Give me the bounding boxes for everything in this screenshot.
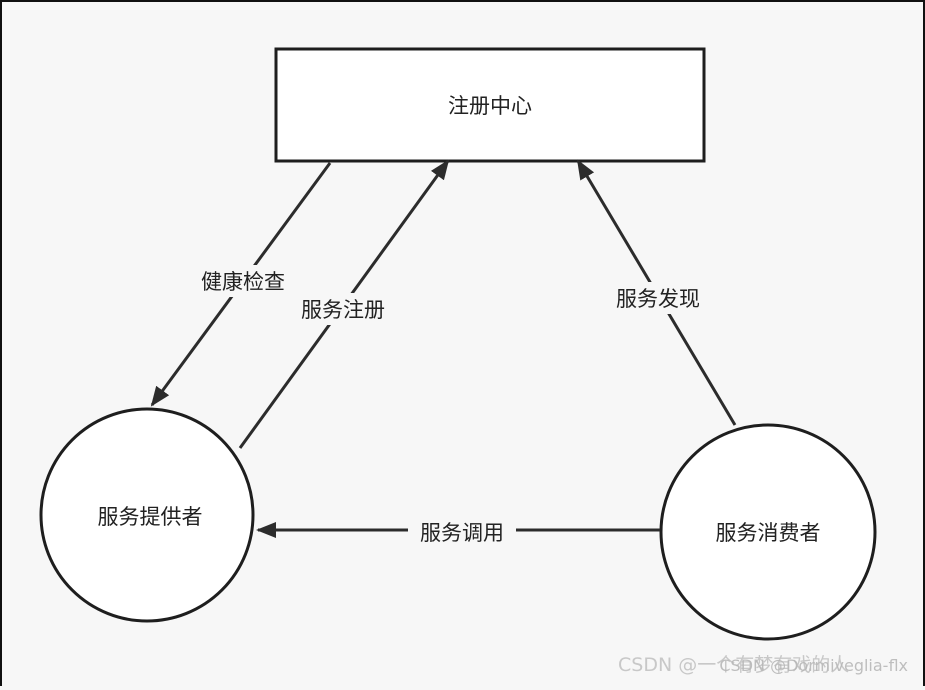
- invoke-label-bg: [408, 516, 516, 548]
- discover-label-bg: [604, 282, 712, 314]
- registry-node[interactable]: [274, 47, 706, 163]
- register-label-bg: [289, 293, 397, 325]
- registry-label: 注册中心: [448, 94, 532, 118]
- health-check-label: 健康检查: [201, 270, 285, 294]
- register-label: 服务注册: [301, 298, 385, 322]
- watermark-overlay-text: CSDN @Dormiveglia-flx: [719, 656, 908, 675]
- provider-label: 服务提供者: [98, 505, 203, 529]
- consumer-node[interactable]: [659, 423, 877, 641]
- invoke-label: 服务调用: [420, 521, 504, 545]
- watermark-text: CSDN @一个有梦有戏的人: [618, 654, 849, 676]
- provider-node[interactable]: [39, 407, 255, 623]
- discover-label: 服务发现: [616, 287, 700, 311]
- health-check-label-bg: [189, 265, 297, 297]
- consumer-label: 服务消费者: [716, 521, 821, 545]
